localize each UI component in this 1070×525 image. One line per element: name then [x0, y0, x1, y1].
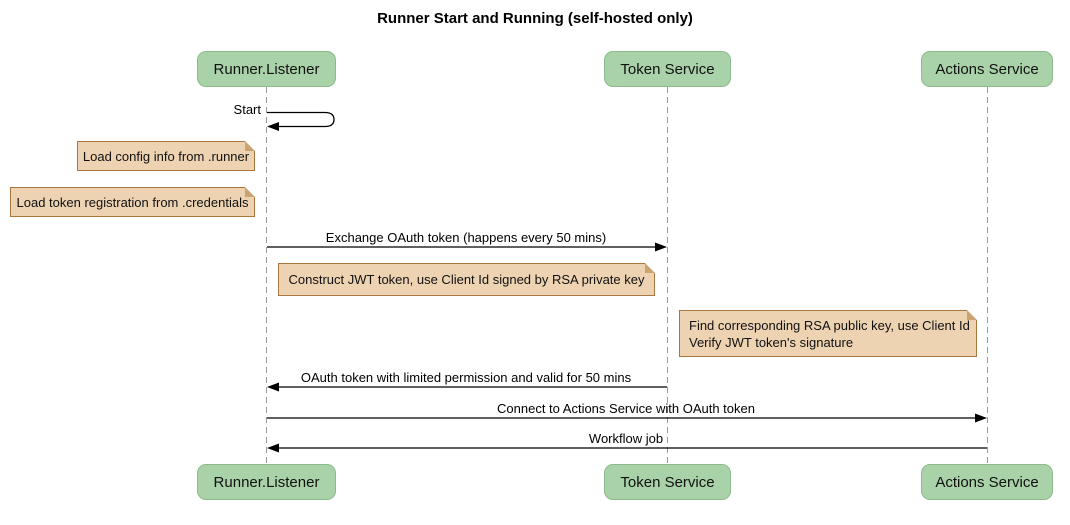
message-arrowhead-oauth-token	[267, 382, 279, 392]
participant-runner-listener-top: Runner.Listener	[197, 51, 336, 87]
participant-token-service-bottom: Token Service	[604, 464, 731, 500]
participant-runner-listener-bottom: Runner.Listener	[197, 464, 336, 500]
note-load-token-registration: Load token registration from .credential…	[10, 187, 255, 217]
participant-actions-service-top: Actions Service	[921, 51, 1053, 87]
participant-actions-service-bottom: Actions Service	[921, 464, 1053, 500]
participant-token-service-top: Token Service	[604, 51, 731, 87]
message-label-oauth-token: OAuth token with limited permission and …	[300, 370, 632, 385]
message-label-connect-actions: Connect to Actions Service with OAuth to…	[497, 401, 755, 416]
message-arrowhead-start	[267, 122, 279, 131]
note-load-config: Load config info from .runner	[77, 141, 255, 171]
message-arrow-start-self-loop	[267, 111, 335, 128]
message-arrowhead-workflow-job	[267, 443, 279, 453]
message-arrowhead-connect-actions	[975, 413, 987, 423]
message-label-exchange-oauth: Exchange OAuth token (happens every 50 m…	[325, 230, 607, 245]
note-find-rsa-key: Find corresponding RSA public key, use C…	[679, 310, 977, 357]
message-arrowhead-exchange-oauth	[655, 242, 667, 252]
note-construct-jwt: Construct JWT token, use Client Id signe…	[278, 263, 655, 296]
message-label-workflow-job: Workflow job	[588, 431, 664, 446]
message-label-start: Start	[233, 102, 261, 117]
diagram-title: Runner Start and Running (self-hosted on…	[377, 10, 693, 27]
